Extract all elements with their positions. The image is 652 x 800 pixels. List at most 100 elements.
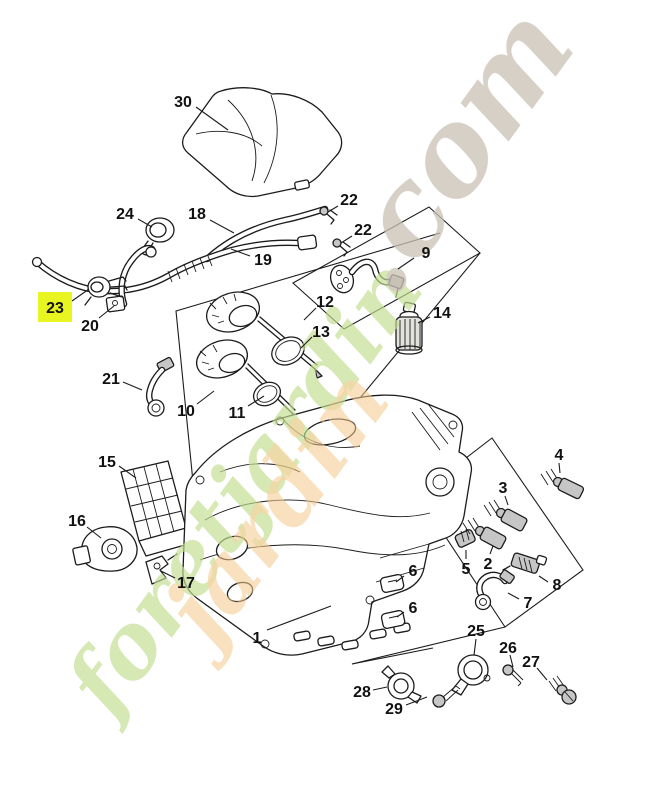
callout-number: 22 — [340, 192, 358, 209]
callout-leader-line — [396, 611, 405, 618]
callout-26[interactable]: 26 — [499, 640, 517, 668]
callout-24[interactable]: 24 — [116, 206, 153, 228]
callout-leader-line — [230, 248, 251, 257]
callout-20[interactable]: 20 — [81, 305, 115, 335]
callout-3[interactable]: 3 — [499, 480, 509, 506]
part-7 — [474, 569, 515, 611]
callout-17[interactable]: 17 — [160, 570, 195, 592]
callout-6-19[interactable]: 6 — [395, 563, 418, 583]
callout-number: 17 — [177, 575, 195, 592]
part-30 — [181, 87, 343, 198]
callout-leader-line — [536, 667, 548, 681]
callout-leader-line — [86, 526, 102, 539]
callout-22-4[interactable]: 22 — [340, 222, 372, 244]
callout-22-3[interactable]: 22 — [327, 192, 358, 213]
part-17 — [145, 553, 178, 585]
callout-number: 23 — [46, 300, 64, 317]
callout-number: 21 — [102, 371, 120, 388]
callout-leader-line — [71, 288, 90, 302]
callout-number: 28 — [353, 684, 371, 701]
parts-artwork — [31, 87, 585, 708]
callout-number: 26 — [499, 640, 517, 657]
callout-number: 9 — [422, 245, 431, 262]
part-4 — [540, 468, 585, 500]
callout-leader-line — [303, 307, 317, 321]
part-27 — [548, 675, 577, 705]
callout-27[interactable]: 27 — [522, 654, 548, 681]
callout-number: 25 — [467, 623, 485, 640]
part-18 — [203, 205, 329, 263]
callout-number: 30 — [174, 94, 192, 111]
callout-number: 14 — [433, 305, 451, 322]
callout-leader-line — [558, 462, 561, 474]
callout-19[interactable]: 19 — [230, 248, 272, 269]
callout-18[interactable]: 18 — [188, 206, 235, 234]
callout-number: 11 — [229, 405, 246, 422]
callout-leader-line — [489, 545, 494, 555]
callout-30[interactable]: 30 — [174, 94, 229, 131]
callout-6-20[interactable]: 6 — [396, 600, 418, 618]
callout-leader-line — [397, 257, 415, 270]
callout-number: 10 — [177, 403, 195, 420]
callout-number: 12 — [316, 294, 334, 311]
part-8 — [502, 552, 548, 574]
callout-12[interactable]: 12 — [303, 294, 334, 321]
part-6a — [379, 573, 405, 594]
callout-1[interactable]: 1 — [253, 605, 332, 647]
callout-number: 6 — [409, 563, 418, 580]
callout-23[interactable]: 23 — [38, 288, 90, 322]
callout-7[interactable]: 7 — [507, 592, 533, 612]
callout-leader-line — [417, 316, 431, 324]
callout-leader-line — [405, 696, 428, 706]
callout-number: 16 — [68, 513, 86, 530]
callout-leader-line — [372, 686, 388, 691]
callout-leader-line — [509, 654, 514, 668]
callout-leader-line — [507, 592, 520, 600]
callout-13[interactable]: 13 — [300, 324, 330, 349]
callout-number: 18 — [188, 206, 206, 223]
part-pump-lower — [196, 339, 301, 424]
callout-4[interactable]: 4 — [555, 447, 564, 474]
group-boxes — [175, 206, 584, 665]
part-16 — [72, 526, 138, 572]
callout-leader-line — [538, 575, 549, 583]
callout-29[interactable]: 29 — [385, 696, 428, 718]
callout-number: 5 — [462, 561, 471, 578]
callout-25[interactable]: 25 — [467, 623, 485, 656]
callout-number: 4 — [555, 447, 564, 464]
callout-2[interactable]: 2 — [484, 545, 494, 573]
callout-11[interactable]: 11 — [229, 395, 265, 422]
part-oring-lower — [252, 381, 282, 407]
callout-16[interactable]: 16 — [68, 513, 102, 539]
callout-21[interactable]: 21 — [102, 371, 143, 391]
callout-28[interactable]: 28 — [353, 684, 388, 701]
callout-number: 3 — [499, 480, 508, 497]
callout-15[interactable]: 15 — [98, 454, 137, 479]
callout-leader-line — [122, 381, 143, 391]
callout-leader-line — [196, 390, 215, 405]
callout-10[interactable]: 10 — [177, 390, 215, 420]
callout-14[interactable]: 14 — [417, 305, 451, 324]
callout-5[interactable]: 5 — [462, 550, 471, 578]
callout-leader-line — [504, 495, 509, 506]
callout-9[interactable]: 9 — [397, 245, 431, 270]
part-25 — [451, 654, 491, 696]
callout-leader-line — [118, 465, 137, 479]
part-oring-upper — [271, 336, 305, 366]
part-3 — [483, 499, 528, 532]
callout-highlight — [38, 292, 72, 322]
part-26 — [502, 664, 524, 687]
callout-number: 24 — [116, 206, 134, 223]
callout-leader-line — [266, 605, 332, 631]
callout-leader-line — [98, 305, 115, 319]
callout-leader-line — [209, 219, 235, 234]
callout-leader-line — [137, 218, 153, 228]
callout-leader-line — [160, 570, 176, 579]
callout-8[interactable]: 8 — [538, 575, 562, 594]
callout-number: 27 — [522, 654, 540, 671]
callout-leader-line — [340, 235, 353, 244]
callout-number: 15 — [98, 454, 116, 471]
